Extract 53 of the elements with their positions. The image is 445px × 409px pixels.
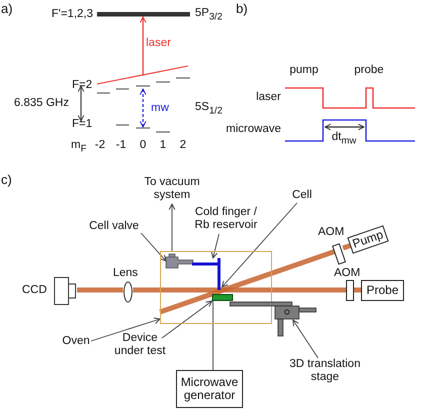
part-label: Cold finger / Rb reservoir xyxy=(188,206,264,234)
part-label: Lens xyxy=(113,267,138,279)
pulse-label: probe xyxy=(354,64,384,76)
part-label: Cell valve xyxy=(86,220,142,234)
part-label: Oven xyxy=(61,335,91,349)
leader-line xyxy=(140,232,166,262)
translation-stage-drawing xyxy=(229,301,318,337)
pulse-label: pump xyxy=(290,64,318,76)
laser-beam xyxy=(159,248,337,314)
oven-frame xyxy=(160,251,272,324)
part-label: Cell xyxy=(289,189,315,203)
leader-line xyxy=(90,318,160,342)
level-label: F=1 xyxy=(72,118,92,130)
leader-line xyxy=(162,300,212,338)
laser-source-box: Pump xyxy=(347,225,389,254)
leader-line xyxy=(292,320,318,358)
device-chip xyxy=(212,294,233,301)
quantum-number-label: 0 xyxy=(140,139,146,151)
cold-finger-drawing xyxy=(192,257,222,291)
quantum-number-label: 2 xyxy=(180,139,186,151)
panel-label: a) xyxy=(1,1,13,16)
laser-beam xyxy=(342,242,353,250)
laser-source-box: Probe xyxy=(361,280,404,301)
part-label: CCD xyxy=(22,284,47,296)
level-label: F'=1,2,3 xyxy=(51,8,93,20)
leader-line xyxy=(211,234,220,258)
part-label: AOM xyxy=(318,226,344,238)
panel-label: b) xyxy=(236,1,248,16)
transition-label: mw xyxy=(151,102,169,114)
generator-box: Microwave generator xyxy=(176,370,243,408)
leader-line xyxy=(222,202,298,288)
quantum-number-label: m$_{F}$ xyxy=(71,139,86,154)
laser-beam xyxy=(133,288,346,292)
transition-label: laser xyxy=(146,37,171,49)
quantum-number-label: 1 xyxy=(160,139,166,151)
part-label: Device under test xyxy=(108,332,172,360)
level-label: F=2 xyxy=(72,79,92,91)
leader-line xyxy=(212,300,214,370)
level-label: 5P$_{3/2}$ xyxy=(195,7,222,22)
quantum-number-label: -2 xyxy=(94,139,106,151)
valve-icon xyxy=(164,253,194,271)
level-label: 5S$_{1/2}$ xyxy=(195,101,222,116)
quantum-number-label: -1 xyxy=(116,139,126,151)
panel-label: c) xyxy=(1,172,12,187)
laser-beam xyxy=(77,288,123,292)
part-label: To vacuum system xyxy=(132,176,212,204)
part-label: 3D translation stage xyxy=(283,358,367,386)
splitting-label: 6.835 GHz xyxy=(14,97,69,109)
leader-line xyxy=(168,204,176,252)
part-label: AOM xyxy=(334,267,360,279)
channel-label: laser xyxy=(256,91,281,103)
channel-label: microwave xyxy=(226,123,281,135)
interval-label: dt$_{mw}$ xyxy=(332,131,356,146)
